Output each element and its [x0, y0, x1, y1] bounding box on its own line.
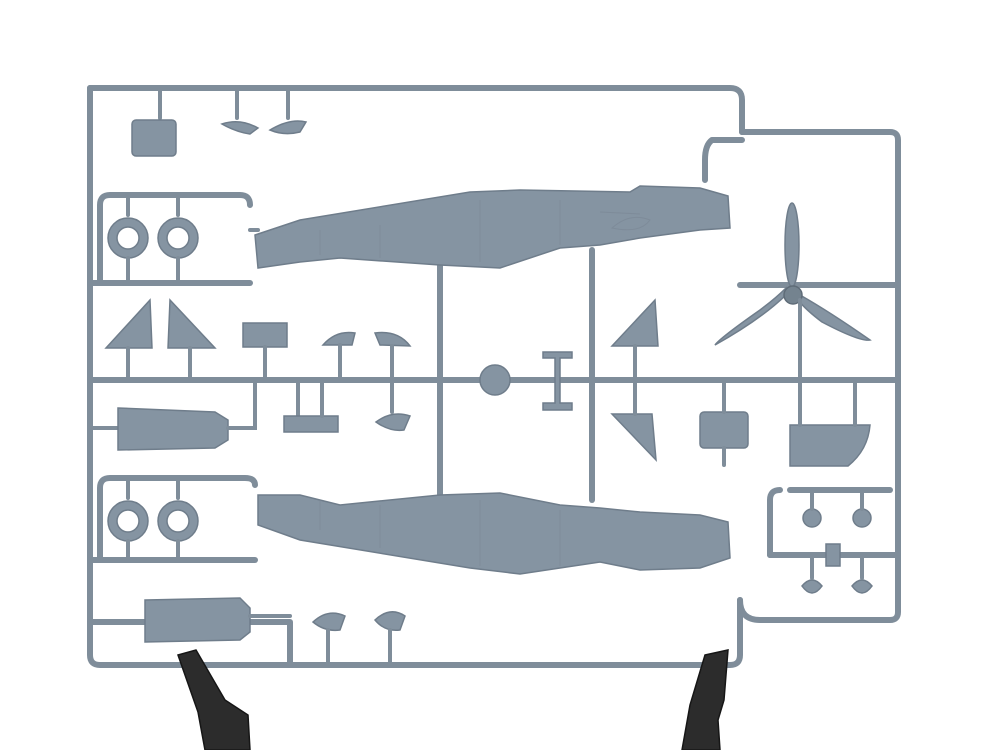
fin-part	[610, 413, 657, 463]
strut-part	[542, 351, 573, 411]
sprue-frame	[87, 85, 901, 668]
cowling-parts-upper	[88, 378, 871, 467]
flap-part	[789, 424, 871, 467]
bracket-part	[283, 415, 339, 433]
clip-right	[681, 649, 729, 750]
small-cover-part	[311, 612, 346, 632]
cowling-part	[144, 597, 251, 643]
clip-left	[177, 649, 251, 750]
small-cover-part	[321, 331, 356, 346]
fuselage-part	[257, 492, 731, 575]
top-small-parts	[131, 86, 308, 157]
vertical-runners	[97, 192, 893, 563]
fin-part	[610, 298, 659, 347]
fuselage-half-lower	[257, 492, 731, 575]
upper-wheels	[107, 193, 199, 285]
propeller-part	[714, 202, 900, 382]
fin-part	[167, 298, 217, 349]
fuselage-half-upper	[248, 185, 731, 269]
block-part	[699, 411, 749, 449]
block-part	[131, 119, 177, 157]
small-cover-part	[374, 413, 412, 432]
fuselage-part	[254, 185, 731, 269]
bottom-parts	[144, 597, 406, 667]
small-wing-part	[268, 120, 308, 135]
small-wing-part	[220, 121, 260, 135]
center-parts	[479, 351, 573, 411]
lower-wheels	[107, 476, 199, 562]
panel-part	[242, 322, 288, 348]
tail-fins-row	[104, 298, 659, 382]
spinner-part	[479, 364, 511, 396]
small-cover-part	[373, 611, 406, 632]
right-small-parts	[801, 488, 873, 594]
small-cover-part	[373, 331, 412, 347]
holding-clips	[177, 649, 729, 750]
fin-part	[104, 298, 153, 349]
cowling-part	[117, 407, 229, 451]
